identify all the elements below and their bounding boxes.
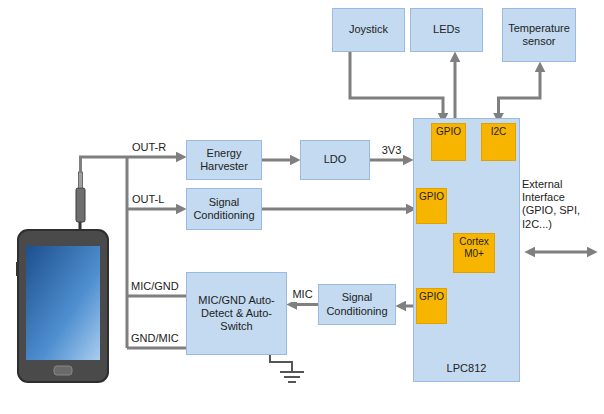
- ground-wire: [270, 355, 292, 372]
- phone-button: [54, 366, 72, 375]
- jack-tip: [79, 172, 83, 188]
- node-text: LPC812: [447, 362, 487, 375]
- node-text: I2C: [491, 126, 507, 138]
- mcu-box: LPC812 GPIO I2C GPIO Cortex M0+ GPIO: [413, 118, 520, 382]
- signal-bus: [126, 157, 129, 348]
- jack-wire: [81, 157, 128, 172]
- signal-name: OUT-R: [131, 141, 167, 154]
- jack-cable: [79, 222, 82, 230]
- sensor-box: Temperature sensor: [502, 8, 576, 62]
- node-text: LEDs: [433, 23, 460, 36]
- node-text: GPIO: [419, 191, 444, 203]
- process-box: Energy Harvester: [186, 140, 262, 180]
- jack-plug: [76, 188, 85, 222]
- port-block: GPIO: [416, 288, 447, 324]
- process-box: Signal Conditioning: [318, 284, 396, 325]
- process-box: Signal Conditioning: [186, 188, 262, 230]
- mic-gnd-wire: [127, 295, 186, 298]
- node-text: LDO: [324, 153, 347, 166]
- port-block: GPIO: [431, 123, 466, 161]
- connector-arrow: [370, 159, 407, 162]
- external-interface-arrow: [531, 251, 591, 254]
- port-block: GPIO: [416, 188, 447, 224]
- node-text: Temperature sensor: [508, 22, 570, 48]
- signal-name: GND/MIC: [130, 332, 180, 345]
- node-text: Joystick: [349, 23, 388, 36]
- out-r-wire: [127, 156, 180, 159]
- node-text: Signal Conditioning: [325, 291, 389, 317]
- phone-screen: [26, 246, 100, 360]
- signal-name: OUT-L: [131, 193, 165, 206]
- connector-arrow: [262, 208, 410, 211]
- phone-side-key: [16, 262, 19, 276]
- node-text: Signal Conditioning: [193, 196, 255, 222]
- signal-name: MIC/GND: [130, 280, 180, 293]
- ground-symbol: [280, 372, 304, 382]
- connector-arrow: [262, 159, 294, 162]
- signal-name: 3V3: [381, 144, 403, 157]
- connector-arrow: [350, 52, 443, 117]
- phone-body: [18, 230, 108, 382]
- process-box: LDO: [300, 140, 370, 180]
- connector-arrow: [499, 68, 541, 117]
- output-box: LEDs: [410, 8, 483, 52]
- switch-box: MIC/GND Auto-Detect & Auto-Switch: [186, 272, 287, 355]
- node-text: Energy Harvester: [193, 147, 255, 173]
- input-box: Joystick: [332, 8, 405, 52]
- signal-name: MIC: [291, 288, 313, 301]
- out-l-wire: [127, 208, 180, 211]
- port-block: I2C: [481, 123, 516, 161]
- node-text: GPIO: [436, 126, 461, 138]
- connector-arrow: [293, 303, 318, 306]
- node-text: GPIO: [419, 291, 444, 303]
- node-text: Cortex M0+: [455, 236, 493, 260]
- node-text: MIC/GND Auto-Detect & Auto-Switch: [193, 294, 280, 334]
- core-block: Cortex M0+: [453, 233, 495, 273]
- connector-arrow: [454, 58, 457, 123]
- interface-note: External Interface (GPIO, SPI, I2C...): [521, 178, 603, 231]
- gnd-mic-wire: [127, 347, 186, 350]
